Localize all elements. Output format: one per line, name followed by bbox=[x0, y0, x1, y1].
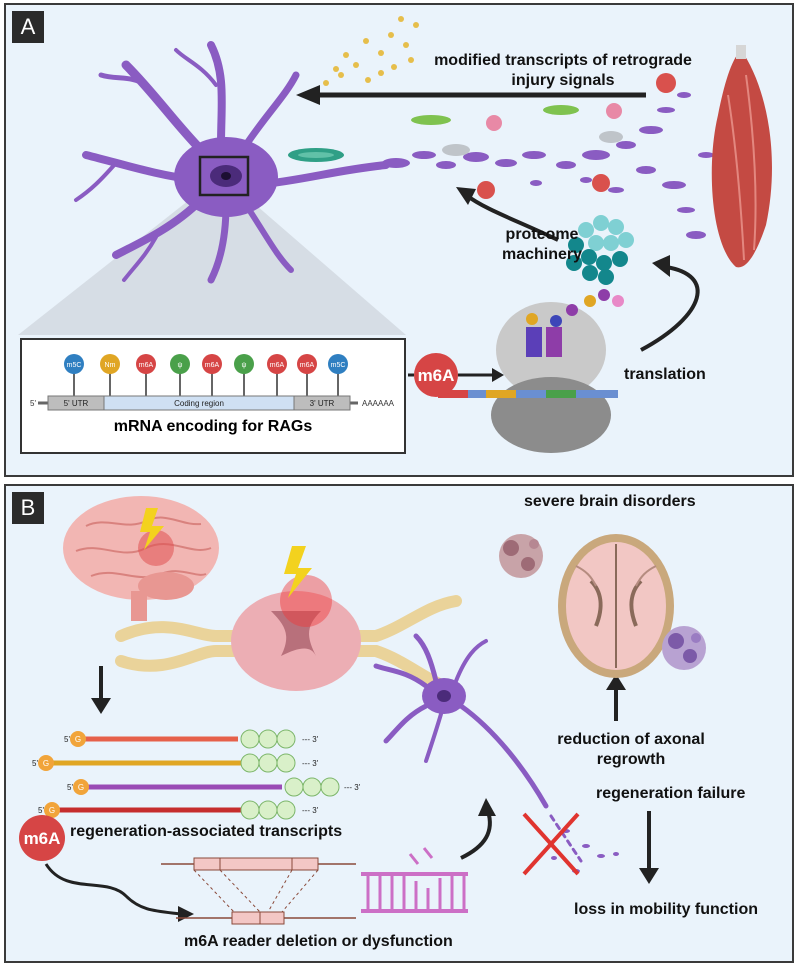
panel-b: B bbox=[4, 484, 794, 963]
modification-pins: m5C Nm m6A ψ m6A ψ m6A m6A m5C bbox=[64, 354, 348, 398]
utr3-label: 3' UTR bbox=[310, 399, 335, 408]
neuron-b bbox=[373, 633, 583, 863]
panel-b-label: B bbox=[12, 492, 44, 524]
reader-label: m6A reader deletion or dysfunction bbox=[184, 933, 453, 950]
cap-label: G bbox=[49, 806, 55, 815]
regeneration-failure-label: regeneration failure bbox=[596, 785, 746, 802]
rat-label: regeneration-associated transcripts bbox=[70, 823, 343, 840]
three-prime-label: --- 3' bbox=[302, 806, 319, 815]
mod-label: m6A bbox=[270, 362, 285, 369]
panel-a-illustration: m6A bbox=[18, 16, 772, 453]
transcript-strands: G G G G 5' 5' 5' 5' --- 3' --- 3' --- 3'… bbox=[32, 729, 361, 820]
mod-label: ψ bbox=[178, 362, 183, 369]
retrograde-label: modified transcripts of retrograde injur… bbox=[434, 52, 692, 89]
muscle-tissue bbox=[711, 45, 772, 268]
brain-icon bbox=[63, 496, 219, 621]
five-prime-label: 5' bbox=[32, 759, 38, 768]
loss-mobility-label: loss in mobility function bbox=[574, 901, 758, 918]
three-prime-label: --- 3' bbox=[302, 735, 319, 744]
brain-axial-icon bbox=[558, 534, 674, 678]
m6a-badge-b bbox=[19, 815, 65, 861]
panel-a: A bbox=[4, 3, 794, 477]
nucleus-zoom-box bbox=[198, 155, 250, 197]
zoom-wedge bbox=[18, 193, 406, 335]
mod-label: m5C bbox=[331, 362, 346, 369]
panel-b-illustration: G G G G 5' 5' 5' 5' --- 3' --- 3' --- 3'… bbox=[19, 496, 706, 925]
aggregate-right bbox=[662, 626, 706, 670]
mod-label: ψ bbox=[242, 362, 247, 369]
five-prime-label: 5' bbox=[30, 399, 36, 408]
five-prime-label: 5' bbox=[64, 735, 70, 744]
m6a-badge-a-text: m6A bbox=[418, 366, 455, 385]
reader-arrow bbox=[44, 863, 182, 916]
mrna-strand bbox=[438, 390, 618, 398]
mod-label: m6A bbox=[139, 362, 154, 369]
translation-label: translation bbox=[624, 366, 706, 383]
cap-label: G bbox=[78, 783, 84, 792]
utr3-region bbox=[293, 395, 351, 411]
immune-cell bbox=[486, 115, 502, 131]
lightning-icon bbox=[140, 508, 164, 550]
panel-a-label: A bbox=[12, 11, 44, 43]
mrna-title: mRNA encoding for RAGs bbox=[113, 418, 313, 435]
proteome-arrow bbox=[464, 193, 559, 242]
lightning-icon bbox=[284, 546, 312, 598]
mod-label: m6A bbox=[205, 362, 220, 369]
fragmented-axon bbox=[382, 92, 714, 239]
mod-label: Nm bbox=[105, 362, 116, 369]
aggregate-left bbox=[499, 534, 543, 578]
coding-label: Coding region bbox=[174, 399, 224, 408]
mrna-box: m5C Nm m6A ψ m6A ψ m6A m6A m5C 5' 5' UTR… bbox=[20, 338, 406, 454]
proteome-beads bbox=[566, 215, 634, 285]
mod-label: m5C bbox=[67, 362, 82, 369]
neuron-arrow bbox=[460, 810, 492, 860]
utr5-label: 5' UTR bbox=[64, 399, 89, 408]
cap-label: G bbox=[75, 735, 81, 744]
ribosome bbox=[438, 289, 624, 453]
polya-label: AAAAAA bbox=[362, 399, 395, 408]
cap-label: G bbox=[43, 759, 49, 768]
gene-deletion-diagram bbox=[161, 857, 356, 925]
severe-disorders-label: severe brain disorders bbox=[524, 493, 696, 510]
fibroblast-cell bbox=[411, 115, 451, 125]
reduction-label: reduction of axonal regrowth bbox=[557, 731, 705, 768]
signal-particles bbox=[323, 16, 419, 86]
three-prime-label: --- 3' bbox=[302, 759, 319, 768]
macrophage-cell bbox=[656, 73, 676, 93]
translation-arrow bbox=[640, 265, 700, 352]
five-prime-label: 5' bbox=[38, 806, 44, 815]
mod-label: m6A bbox=[300, 362, 315, 369]
m6a-badge-a bbox=[414, 353, 458, 397]
five-prime-label: 5' bbox=[67, 783, 73, 792]
m6a-badge-b-text: m6A bbox=[24, 829, 61, 848]
proteome-label: proteome machinery bbox=[501, 226, 583, 263]
three-prime-label: --- 3' bbox=[344, 783, 361, 792]
spinal-cord-section bbox=[115, 575, 462, 697]
rna-duplex-broken bbox=[361, 847, 468, 913]
